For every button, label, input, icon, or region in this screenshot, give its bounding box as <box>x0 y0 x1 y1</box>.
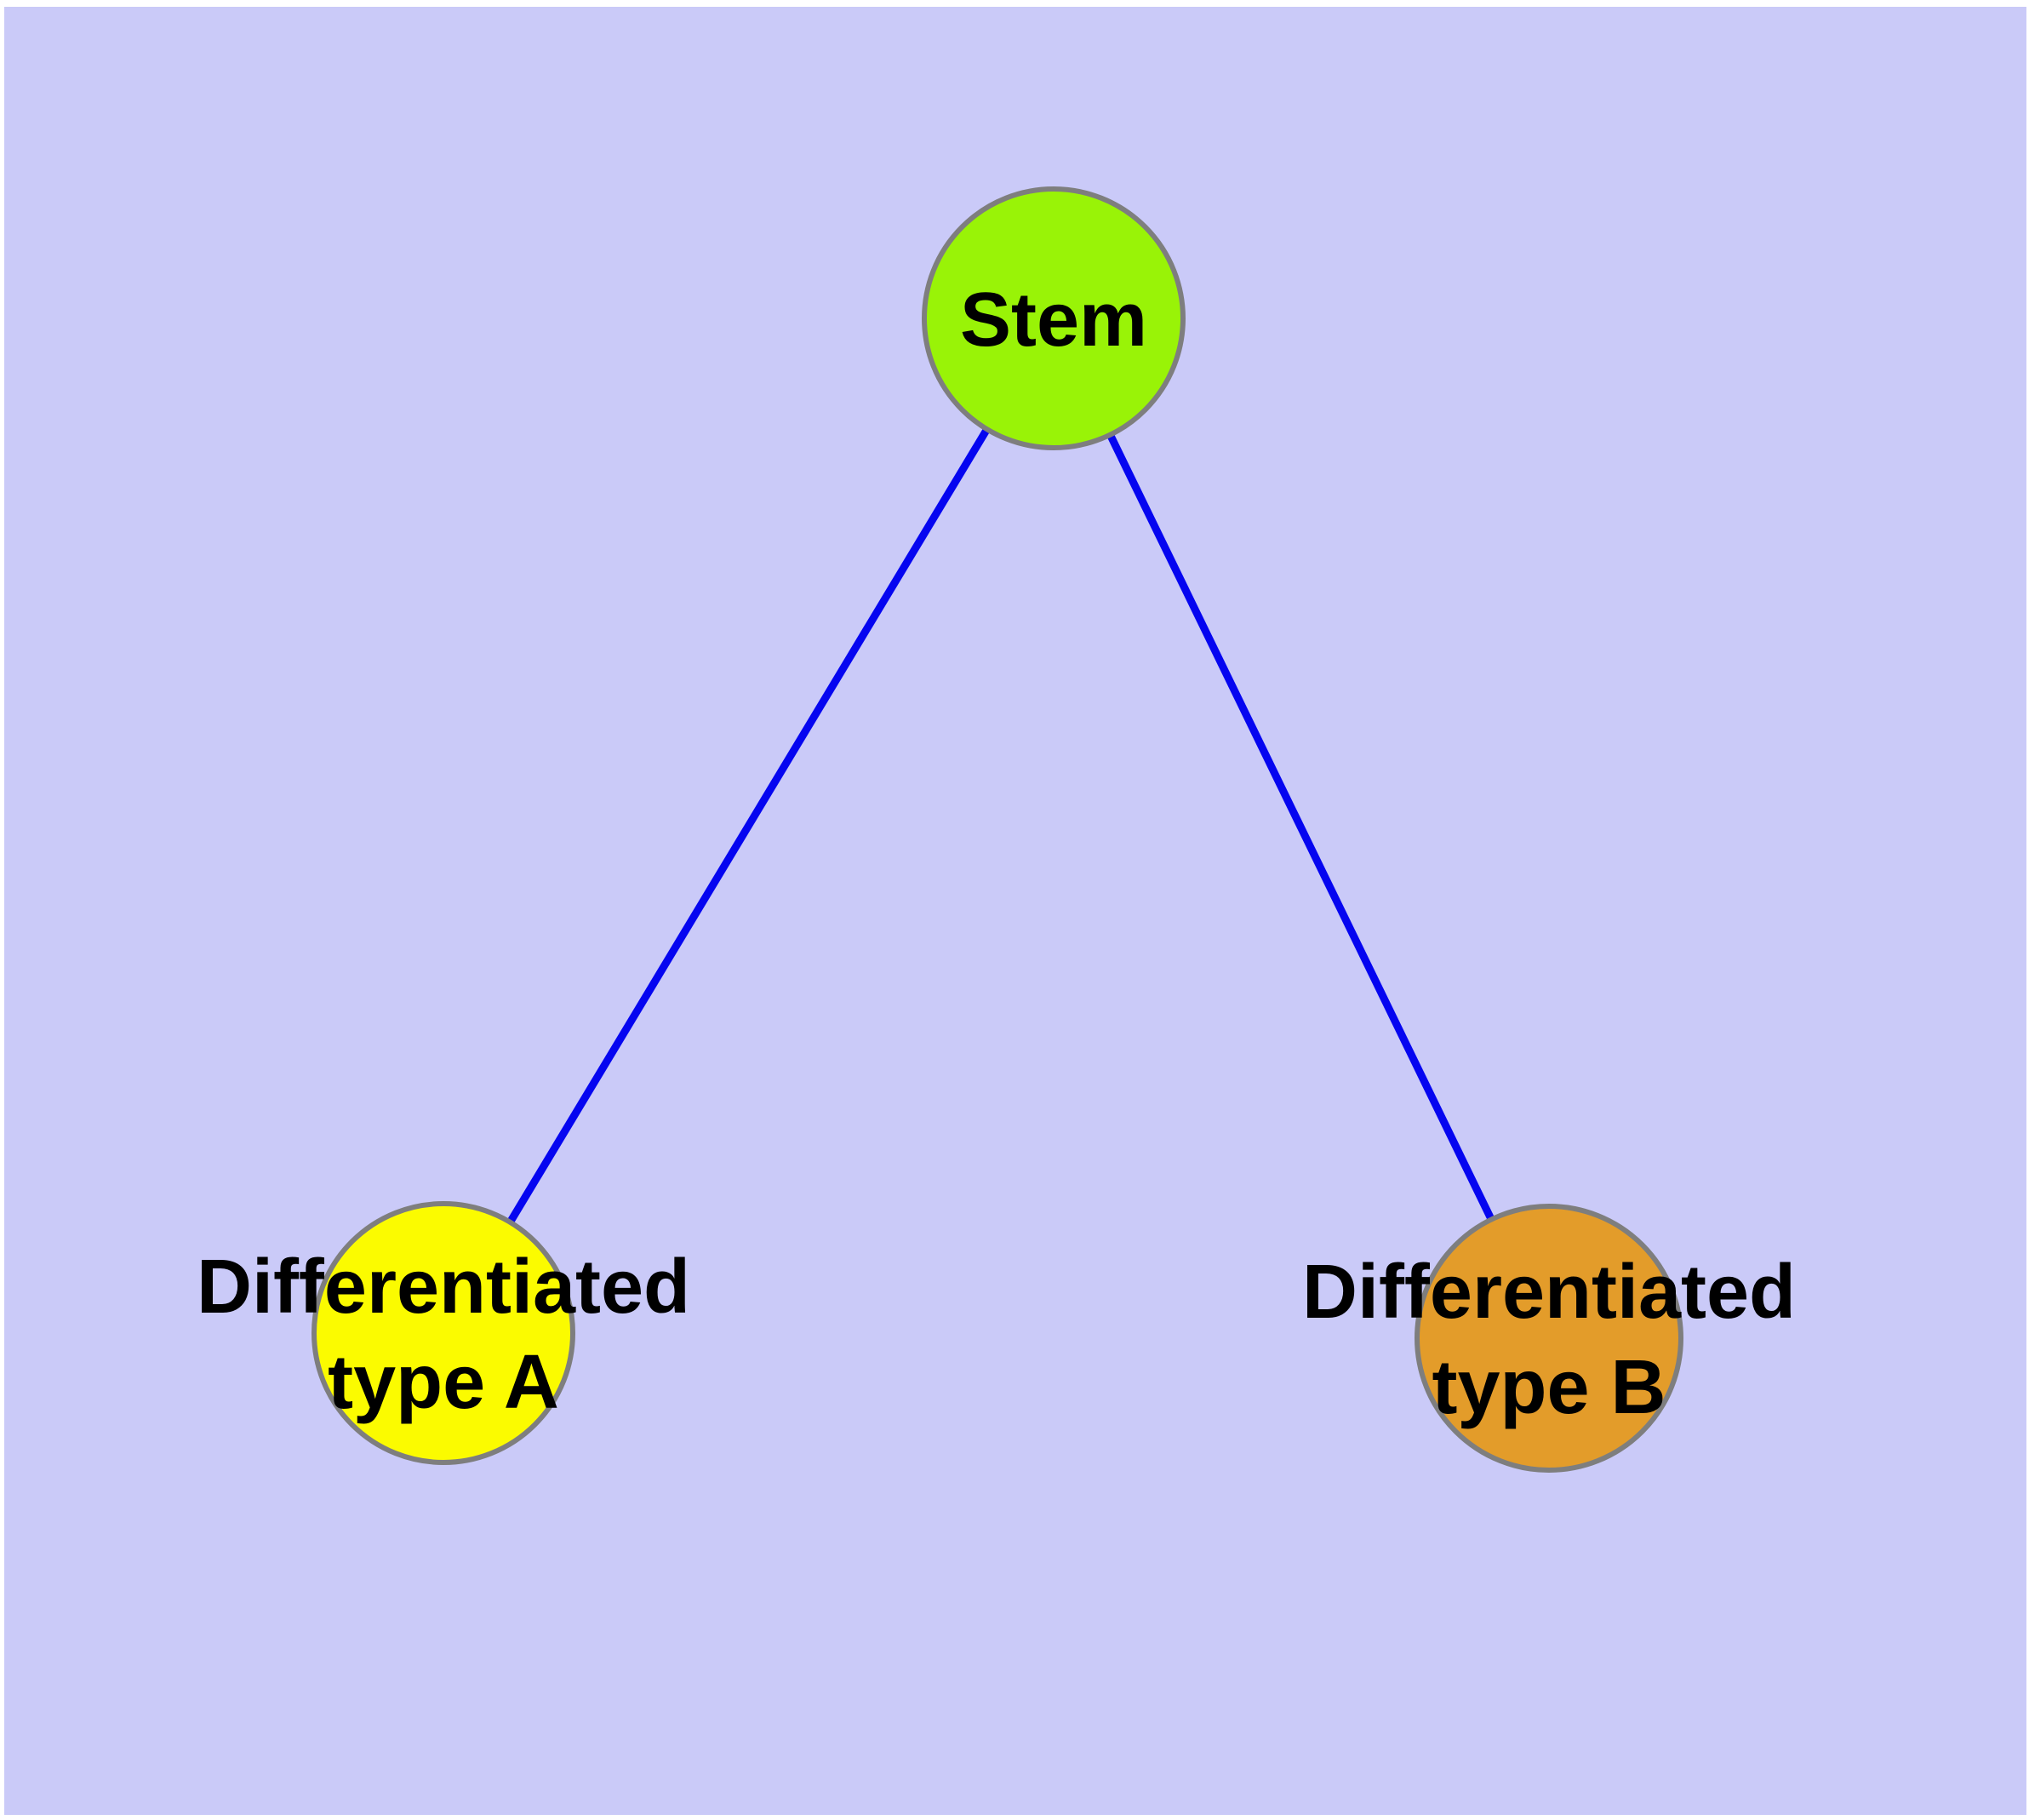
node-differentiated-type-a-label-line-2: type A <box>328 1340 559 1425</box>
node-differentiated-type-b-label: Differentiated type B <box>1302 1250 1796 1430</box>
node-differentiated-type-b <box>1415 1204 1683 1473</box>
node-stem <box>922 186 1186 450</box>
node-differentiated-type-b-label-line-1: Differentiated <box>1302 1250 1796 1335</box>
node-layer <box>311 186 1683 1473</box>
node-differentiated-type-a-label-line-1: Differentiated <box>197 1245 690 1330</box>
node-differentiated-type-a-label: Differentiated type A <box>197 1245 690 1425</box>
node-differentiated-type-b-label-line-2: type B <box>1432 1345 1666 1430</box>
node-differentiated-type-a <box>311 1201 575 1465</box>
edge-stem-to-differentiated-type-a <box>440 316 1057 1336</box>
node-stem-label: Stem <box>960 278 1147 363</box>
edge-stem-to-differentiated-type-b <box>1049 317 1553 1340</box>
edge-layer <box>440 316 1553 1340</box>
node-stem-label-line-1: Stem <box>960 278 1147 363</box>
